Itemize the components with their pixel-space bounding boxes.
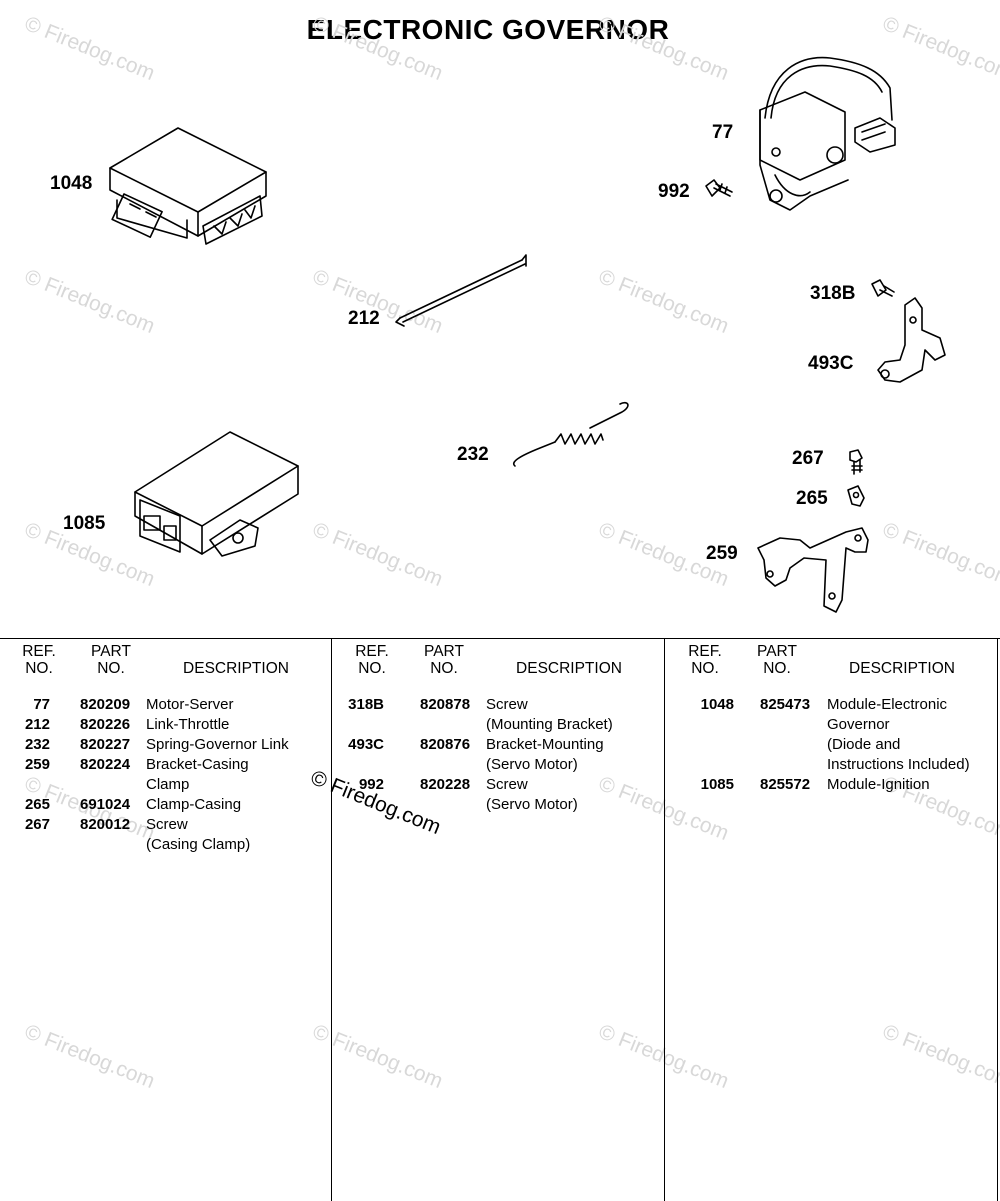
ref-number: 493C bbox=[348, 736, 384, 753]
screw-318b-drawing bbox=[871, 279, 895, 297]
ref-number: 259 bbox=[24, 756, 50, 773]
description: Spring-Governor Link bbox=[146, 736, 289, 753]
callout-212: 212 bbox=[348, 308, 380, 329]
description: (Diode and bbox=[827, 736, 901, 753]
header-part: PART NO. bbox=[424, 643, 464, 677]
callout-267: 267 bbox=[792, 448, 824, 469]
screw-267-drawing bbox=[849, 449, 863, 475]
part-number: 820224 bbox=[80, 756, 131, 773]
casing-clamp-drawing bbox=[847, 485, 865, 507]
throttle-link-drawing bbox=[395, 254, 527, 327]
column-divider bbox=[664, 639, 665, 1201]
callout-992: 992 bbox=[658, 181, 690, 202]
description: Governor bbox=[827, 716, 890, 733]
description: Clamp bbox=[146, 776, 190, 793]
description: Screw bbox=[486, 776, 528, 793]
header-ref: REF. NO. bbox=[22, 643, 56, 677]
description: Motor-Server bbox=[146, 696, 234, 713]
ref-number: 77 bbox=[33, 696, 50, 713]
description: Screw bbox=[486, 696, 528, 713]
header-description: DESCRIPTION bbox=[516, 660, 622, 677]
module-electronic-governor-drawing bbox=[109, 127, 267, 245]
part-number: 820876 bbox=[420, 736, 471, 753]
description: Bracket-Mounting bbox=[486, 736, 604, 753]
part-number: 825473 bbox=[760, 696, 811, 713]
description: Module-Ignition bbox=[827, 776, 930, 793]
header-ref: REF. NO. bbox=[355, 643, 389, 677]
ignition-module-drawing bbox=[134, 431, 299, 557]
parts-illustration bbox=[109, 56, 946, 613]
header-part: PART NO. bbox=[91, 643, 131, 677]
page-title: ELECTRONIC GOVERNOR bbox=[306, 14, 670, 45]
description: (Casing Clamp) bbox=[146, 836, 251, 853]
mounting-bracket-drawing bbox=[877, 297, 946, 383]
callout-1085: 1085 bbox=[63, 513, 106, 534]
ref-number: 1085 bbox=[700, 776, 734, 793]
callout-493c: 493C bbox=[808, 353, 854, 374]
description: Link-Throttle bbox=[146, 716, 230, 733]
part-number: 825572 bbox=[760, 776, 811, 793]
description: Module-Electronic bbox=[827, 696, 948, 713]
part-number: 820878 bbox=[420, 696, 471, 713]
column-divider bbox=[997, 639, 998, 1201]
part-number: 691024 bbox=[80, 796, 131, 813]
description: (Servo Motor) bbox=[486, 796, 578, 813]
part-number: 820209 bbox=[80, 696, 131, 713]
ref-number: 265 bbox=[24, 796, 50, 813]
screw-992-drawing bbox=[705, 179, 733, 197]
column-divider bbox=[331, 639, 332, 1201]
callout-232: 232 bbox=[457, 444, 489, 465]
header-description: DESCRIPTION bbox=[183, 660, 289, 677]
governor-spring-drawing bbox=[513, 401, 629, 467]
part-number: 820228 bbox=[420, 776, 471, 793]
ref-number: 232 bbox=[24, 736, 50, 753]
part-number: 820012 bbox=[80, 816, 131, 833]
ref-number: 212 bbox=[24, 716, 50, 733]
callout-265: 265 bbox=[796, 488, 828, 509]
header-part: PART NO. bbox=[757, 643, 797, 677]
ref-number: 318B bbox=[348, 696, 384, 713]
description: (Mounting Bracket) bbox=[486, 716, 613, 733]
description: (Servo Motor) bbox=[486, 756, 578, 773]
callout-318b: 318B bbox=[810, 283, 856, 304]
callout-77: 77 bbox=[712, 122, 734, 143]
part-number: 820227 bbox=[80, 736, 131, 753]
ref-number: 992 bbox=[358, 776, 384, 793]
description: Instructions Included) bbox=[827, 756, 970, 773]
header-ref: REF. NO. bbox=[688, 643, 722, 677]
ref-number: 267 bbox=[24, 816, 50, 833]
description: Screw bbox=[146, 816, 188, 833]
part-number: 820226 bbox=[80, 716, 131, 733]
description: Clamp-Casing bbox=[146, 796, 242, 813]
ref-number: 1048 bbox=[700, 696, 734, 713]
casing-clamp-bracket-drawing bbox=[757, 527, 869, 613]
servo-motor-drawing bbox=[759, 56, 896, 211]
description: Bracket-Casing bbox=[146, 756, 249, 773]
callout-1048: 1048 bbox=[50, 173, 93, 194]
callout-259: 259 bbox=[706, 543, 738, 564]
parts-table: REF. NO. PART NO. DESCRIPTION REF. NO. P… bbox=[0, 638, 1000, 1201]
header-description: DESCRIPTION bbox=[849, 660, 955, 677]
